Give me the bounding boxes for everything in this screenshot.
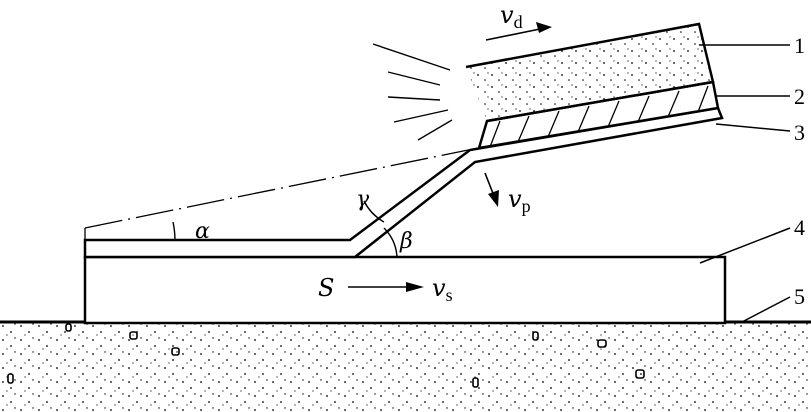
callout-3: 3 (794, 120, 805, 145)
vs-arrow (348, 282, 424, 292)
vd-arrow (485, 22, 552, 41)
alpha-arc (172, 221, 176, 241)
fracture-lines (372, 43, 453, 141)
ground-soil (0, 322, 811, 412)
vs-label: vs (432, 274, 453, 305)
material-fill (466, 24, 713, 121)
callout-5: 5 (794, 284, 805, 309)
s-label: S (318, 274, 334, 302)
alpha-label: α (195, 219, 210, 244)
machine-body (83, 255, 727, 325)
callout-1: 1 (794, 33, 805, 58)
vp-label: vp (508, 185, 531, 216)
ground-pebbles (7, 323, 645, 388)
vp-arrow (484, 172, 499, 207)
leader-lines (699, 44, 791, 323)
projection-line (84, 147, 479, 229)
material-block (465, 22, 715, 123)
vd-label: vd (500, 1, 523, 32)
gamma-label: γ (356, 187, 370, 212)
beta-label: β (399, 229, 413, 254)
callout-4: 4 (794, 215, 805, 240)
gamma-arc (363, 200, 385, 223)
ground (0, 320, 811, 412)
callout-2: 2 (794, 84, 805, 109)
hatch-lines (489, 85, 709, 148)
beta-arc (383, 227, 398, 258)
